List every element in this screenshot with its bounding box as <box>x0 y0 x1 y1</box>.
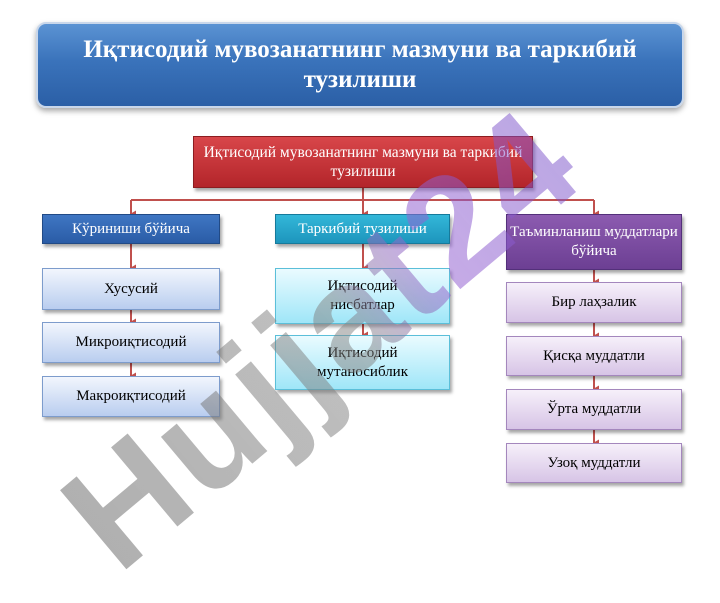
item-long-term: Узоқ муддатли <box>506 443 682 483</box>
slide-title: Иқтисодий мувозанатнинг мазмуни ва тарки… <box>83 36 637 93</box>
item-short-term: Қисқа муддатли <box>506 336 682 376</box>
item-private: Хусусий <box>42 268 220 310</box>
item-macro: Макроиқтисодий <box>42 376 220 417</box>
branch-header-structure-label: Таркибий тузилиши <box>298 220 427 237</box>
branch-header-view: Кўриниши бўйича <box>42 214 220 244</box>
item-macro-label: Макроиқтисодий <box>76 388 186 404</box>
item-micro-label: Микроиқтисодий <box>75 334 187 350</box>
item-ratios: Иқтисодий нисбатлар <box>275 268 450 324</box>
item-long-term-label: Узоқ муддатли <box>547 454 641 471</box>
item-instant-label: Бир лаҳзалик <box>551 294 637 310</box>
branch-header-term-label: Таъминланиш муддатлари бўйича <box>510 224 678 259</box>
branch-header-term: Таъминланиш муддатлари бўйича <box>506 214 682 270</box>
slide-title-bar: Иқтисодий мувозанатнинг мазмуни ва тарки… <box>36 22 684 108</box>
item-micro: Микроиқтисодий <box>42 322 220 363</box>
connector-lines <box>130 188 599 447</box>
root-node: Иқтисодий мувозанатнинг мазмуни ва тарки… <box>193 136 533 188</box>
item-proportionality: Иқтисодий мутаносиблик <box>275 335 450 390</box>
item-ratios-label: Иқтисодий нисбатлар <box>327 278 398 313</box>
item-instant: Бир лаҳзалик <box>506 282 682 323</box>
item-medium-term: Ўрта муддатли <box>506 389 682 430</box>
branch-header-structure: Таркибий тузилиши <box>275 214 450 244</box>
item-medium-term-label: Ўрта муддатли <box>546 401 642 417</box>
root-node-label: Иқтисодий мувозанатнинг мазмуни ва тарки… <box>203 144 523 180</box>
item-short-term-label: Қисқа муддатли <box>543 347 645 364</box>
branch-header-view-label: Кўриниши бўйича <box>72 220 190 237</box>
item-private-label: Хусусий <box>104 280 158 297</box>
item-proportionality-label: Иқтисодий мутаносиблик <box>316 344 409 380</box>
